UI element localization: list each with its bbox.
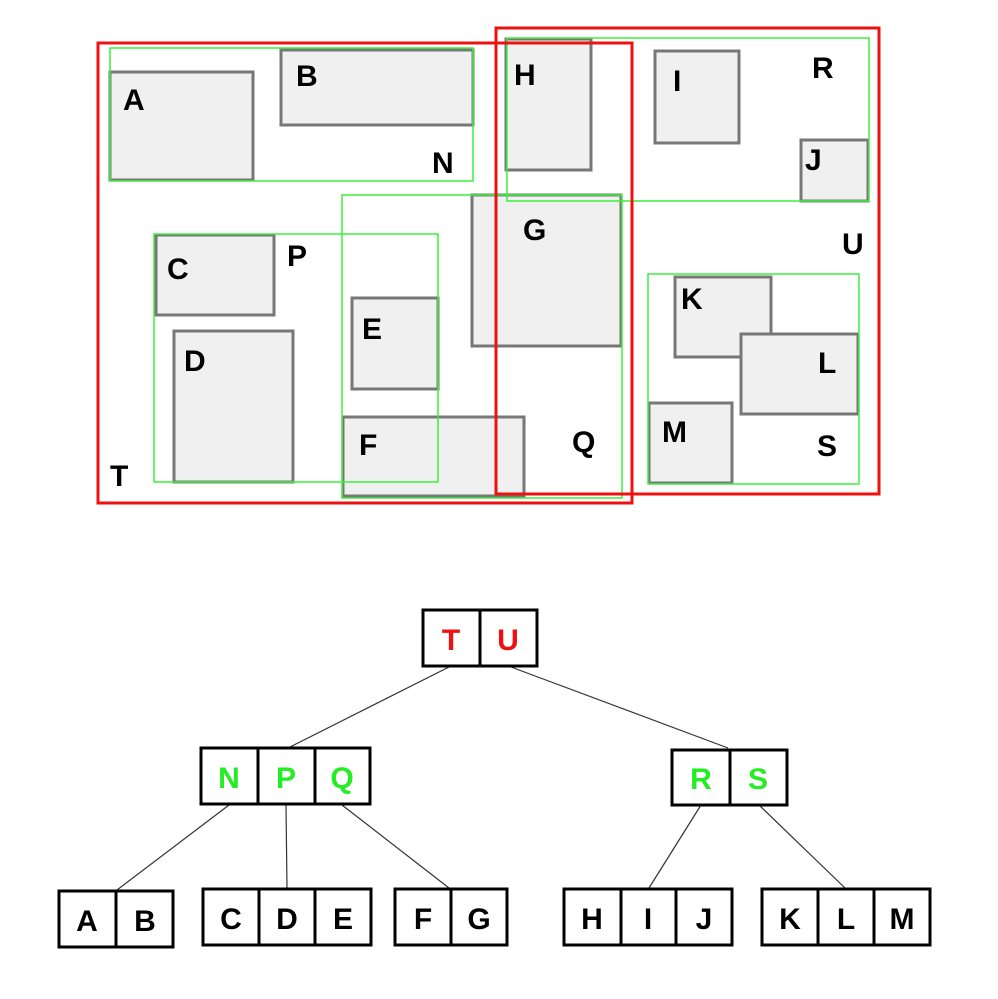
leaf-label-j: J	[696, 903, 713, 936]
label-m: M	[662, 416, 687, 449]
label-c: C	[167, 253, 189, 286]
node-label-t: T	[442, 624, 460, 657]
node-cell-l	[816, 887, 876, 947]
node-cell-u	[478, 608, 539, 668]
label-a: A	[123, 84, 145, 117]
node-label-u: U	[497, 624, 519, 657]
edge-q-fg	[341, 804, 450, 889]
node-cell-k	[760, 887, 820, 947]
label-f: F	[359, 429, 377, 462]
root-bounding-rects	[96, 26, 881, 505]
tree-leaf-hij: H I J	[562, 887, 734, 947]
object-h	[504, 37, 593, 172]
label-k: K	[681, 283, 703, 316]
label-d: D	[184, 345, 206, 378]
node-cell-h	[562, 887, 623, 947]
edge-p-cde	[285, 804, 288, 889]
mbr-s	[647, 273, 860, 485]
mbr-q	[341, 194, 623, 499]
rtree: T U N P Q R S A B	[57, 608, 932, 949]
leaf-label-d: D	[276, 903, 298, 936]
leaf-label-i: I	[644, 903, 652, 936]
leaf-label-f: F	[414, 903, 432, 936]
label-r: R	[812, 52, 834, 85]
edge-s-klm	[758, 804, 846, 889]
mbr-n	[109, 47, 474, 182]
leaf-bounding-rects	[109, 37, 870, 499]
leaf-label-h: H	[581, 903, 603, 936]
object-l	[739, 332, 860, 416]
label-s: S	[817, 430, 837, 463]
node-label-r: R	[690, 763, 712, 796]
object-labels: A B H I J G C E D F K L M	[123, 59, 836, 462]
label-l: L	[818, 347, 836, 380]
data-objects	[108, 37, 870, 498]
object-i	[653, 49, 741, 145]
leaf-label-k: K	[779, 903, 801, 936]
leaf-label-a: A	[76, 905, 98, 938]
object-e	[350, 296, 440, 391]
node-label-n: N	[218, 762, 240, 795]
node-label-p: P	[276, 762, 296, 795]
node-label-s: S	[748, 763, 768, 796]
node-cell-c	[201, 887, 261, 947]
label-j: J	[805, 144, 822, 177]
node-cell-q	[313, 746, 372, 806]
tree-leaf-cde: C D E	[201, 887, 373, 947]
label-e: E	[362, 313, 382, 346]
label-i: I	[673, 65, 681, 98]
edge-r-hij	[648, 804, 702, 889]
object-c	[154, 233, 276, 317]
mbr-u	[494, 26, 881, 496]
label-p: P	[287, 240, 307, 273]
object-b	[279, 48, 475, 127]
mbr-t	[96, 41, 634, 505]
node-label-q: Q	[330, 762, 353, 795]
leaf-label-c: C	[220, 903, 242, 936]
leaf-label-m: M	[890, 903, 915, 936]
edge-n-ab	[116, 804, 230, 891]
tree-node-root: T U	[421, 608, 539, 668]
node-cell-g	[449, 887, 509, 947]
spatial-layout: A B H I J G C E D F K L M N P Q R S T U	[96, 26, 881, 505]
mbr-r	[506, 37, 870, 202]
node-cell-j	[674, 887, 734, 947]
tree-edges	[116, 666, 846, 891]
object-f	[341, 415, 526, 498]
object-j	[799, 138, 870, 203]
tree-leaf-klm: K L M	[760, 887, 932, 947]
leaf-label-e: E	[333, 903, 353, 936]
leaf-label-g: G	[467, 903, 490, 936]
label-g: G	[523, 214, 546, 247]
object-d	[172, 329, 295, 484]
leaf-label-b: B	[134, 905, 156, 938]
node-cell-d	[257, 887, 317, 947]
tree-leaf-ab: A B	[57, 889, 175, 949]
label-n: N	[432, 147, 454, 180]
mbr-labels: N P Q R S T U	[110, 52, 864, 493]
node-cell-m	[872, 887, 932, 947]
node-cell-r	[670, 748, 732, 807]
node-cell-s	[728, 748, 789, 807]
tree-node-npq: N P Q	[199, 746, 372, 806]
node-cell-e	[313, 887, 373, 947]
label-u: U	[842, 228, 864, 261]
object-g	[470, 193, 623, 348]
edge-t-npq	[287, 666, 450, 749]
object-m	[647, 401, 734, 485]
label-q: Q	[572, 426, 595, 459]
edge-u-rs	[510, 666, 729, 749]
label-b: B	[296, 60, 318, 93]
label-t: T	[110, 460, 128, 493]
node-cell-t	[421, 608, 482, 668]
mbr-p	[153, 233, 439, 483]
node-cell-b	[114, 889, 175, 949]
node-cell-n	[199, 746, 260, 806]
leaf-label-l: L	[837, 903, 855, 936]
label-h: H	[514, 59, 536, 92]
tree-node-rs: R S	[670, 748, 789, 807]
tree-leaf-fg: F G	[393, 887, 509, 947]
